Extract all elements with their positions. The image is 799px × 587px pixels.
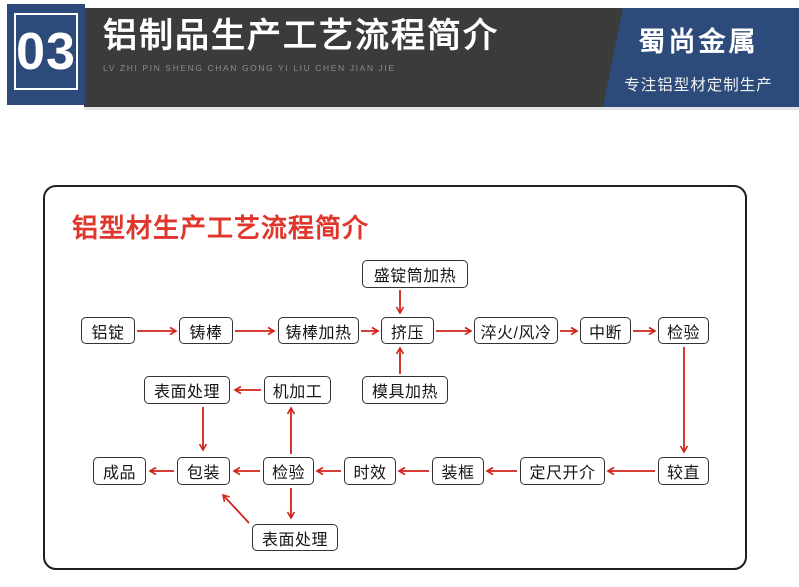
node-extrusion: 挤压 (381, 317, 434, 344)
arrow-surface2-to-packaging (221, 493, 250, 524)
flowchart-title: 铝型材生产工艺流程简介 (72, 213, 370, 243)
brand-block: 蜀尚金属 专注铝型材定制生产 (606, 20, 791, 95)
node-cast-rod: 铸棒 (179, 317, 233, 344)
node-inspection-2: 检验 (263, 457, 314, 485)
brand-tagline: 专注铝型材定制生产 (624, 77, 773, 94)
section-number: 03 (16, 22, 76, 81)
header-banner: 03 铝制品生产工艺流程简介 LV ZHI PIN SHENG CHAN GON… (0, 0, 799, 120)
node-mold-heating: 模具加热 (362, 376, 448, 404)
node-interruption: 中断 (580, 317, 631, 344)
brand-name: 蜀尚金属 (638, 27, 759, 57)
node-cut-to-length: 定尺开介 (520, 457, 605, 485)
flowchart-arrows (137, 290, 689, 524)
node-inspection-1: 检验 (658, 317, 709, 344)
header-title-block: 铝制品生产工艺流程简介 LV ZHI PIN SHENG CHAN GONG Y… (103, 16, 499, 73)
section-number-box: 03 (7, 4, 85, 105)
node-straightening: 较直 (658, 457, 709, 485)
node-aluminum-ingot: 铝锭 (81, 317, 135, 344)
node-cast-rod-heating: 铸棒加热 (278, 317, 359, 344)
node-ingot-container-heating: 盛锭筒加热 (362, 260, 468, 288)
node-surface-treatment-1: 表面处理 (144, 376, 230, 404)
header-title: 铝制品生产工艺流程简介 (103, 17, 499, 55)
node-aging: 时效 (344, 457, 396, 485)
section-number-border: 03 (14, 13, 78, 90)
flowchart-container: 铝型材生产工艺流程简介 (43, 185, 747, 570)
header-brand-panel (602, 8, 799, 107)
header-subtitle: LV ZHI PIN SHENG CHAN GONG YI LIU CHEN J… (103, 62, 396, 73)
node-packaging: 包装 (177, 457, 230, 485)
node-surface-treatment-2: 表面处理 (252, 524, 338, 551)
node-finished-product: 成品 (93, 457, 146, 485)
node-quench-air-cooling: 淬火/风冷 (474, 317, 558, 344)
node-machining: 机加工 (264, 376, 331, 404)
node-framing: 装框 (432, 457, 484, 485)
